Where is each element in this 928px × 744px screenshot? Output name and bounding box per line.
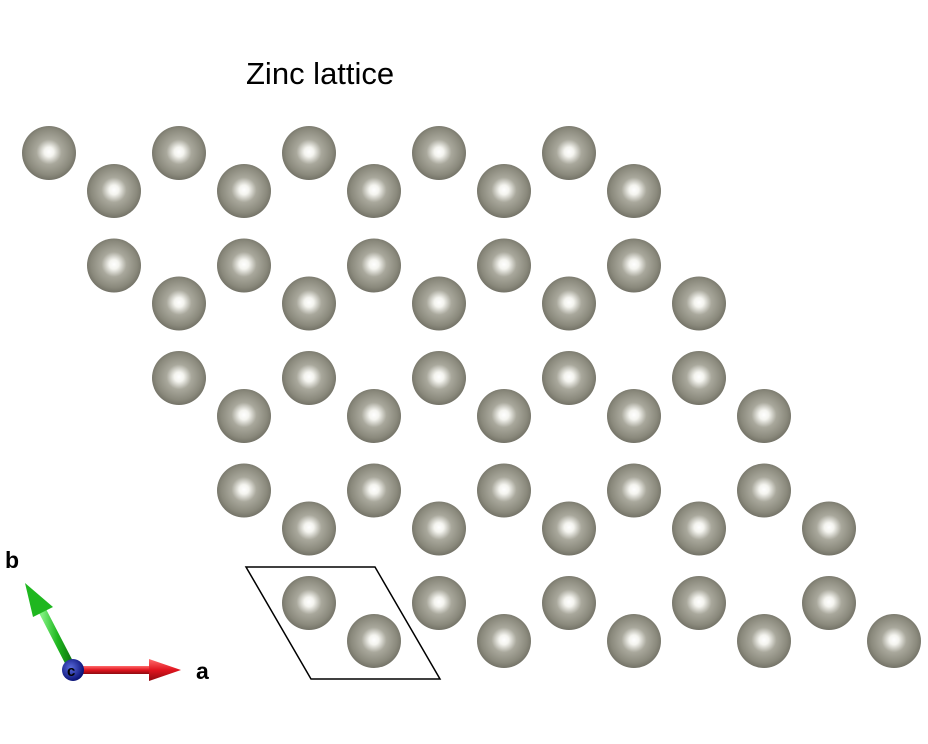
zinc-atom: [737, 614, 791, 668]
zinc-atom: [412, 276, 466, 331]
zinc-atom: [672, 576, 726, 630]
zinc-atom: [217, 463, 271, 518]
zinc-atom: [217, 164, 271, 218]
zinc-atom: [607, 164, 661, 218]
c-axis-dot: [62, 659, 84, 681]
zinc-atom: [412, 501, 466, 556]
zinc-atom: [477, 164, 531, 218]
zinc-atom: [347, 238, 401, 293]
a-axis-label: a: [196, 658, 209, 684]
zinc-atom: [282, 126, 336, 180]
zinc-atom: [737, 389, 791, 443]
diagram-title: Zinc lattice: [246, 56, 394, 91]
zinc-atom: [802, 576, 856, 630]
b-axis-label: b: [5, 547, 19, 573]
zinc-atom: [347, 164, 401, 218]
zinc-atom: [607, 614, 661, 668]
b-axis-arrow: [25, 583, 77, 672]
c-axis-label: c: [67, 663, 75, 680]
zinc-atom: [347, 463, 401, 518]
zinc-atom: [542, 126, 596, 180]
zinc-atom: [672, 351, 726, 405]
zinc-atom: [542, 276, 596, 331]
zinc-atom: [152, 276, 206, 331]
zinc-atom: [607, 238, 661, 293]
zinc-atom: [477, 463, 531, 518]
a-axis-arrow: [73, 659, 181, 681]
axis-indicator: c a b: [5, 547, 209, 684]
atoms-layer: [22, 126, 921, 668]
zinc-atom: [412, 126, 466, 180]
zinc-atom: [22, 126, 76, 180]
zinc-atom: [282, 501, 336, 556]
zinc-atom: [542, 351, 596, 405]
zinc-atom: [282, 351, 336, 405]
zinc-atom: [412, 576, 466, 630]
zinc-atom: [607, 389, 661, 443]
zinc-atom: [542, 576, 596, 630]
unit-cell-outline: [244, 566, 442, 680]
zinc-atom: [802, 501, 856, 556]
zinc-atom: [672, 501, 726, 556]
zinc-atom: [477, 389, 531, 443]
zinc-atom: [672, 276, 726, 331]
zinc-atom: [217, 238, 271, 293]
zinc-atom: [152, 351, 206, 405]
zinc-atom: [542, 501, 596, 556]
zinc-atom: [607, 463, 661, 518]
zinc-atom: [867, 614, 921, 668]
zinc-atom: [347, 614, 401, 668]
zinc-atom: [152, 126, 206, 180]
zinc-atom: [87, 238, 141, 293]
zinc-atom: [477, 614, 531, 668]
zinc-atom: [477, 238, 531, 293]
zinc-atom: [282, 276, 336, 331]
zinc-atom: [282, 576, 336, 630]
zinc-atom: [737, 463, 791, 518]
zinc-atom: [412, 351, 466, 405]
zinc-atom: [217, 389, 271, 443]
zinc-atom: [87, 164, 141, 218]
zinc-atom: [347, 389, 401, 443]
